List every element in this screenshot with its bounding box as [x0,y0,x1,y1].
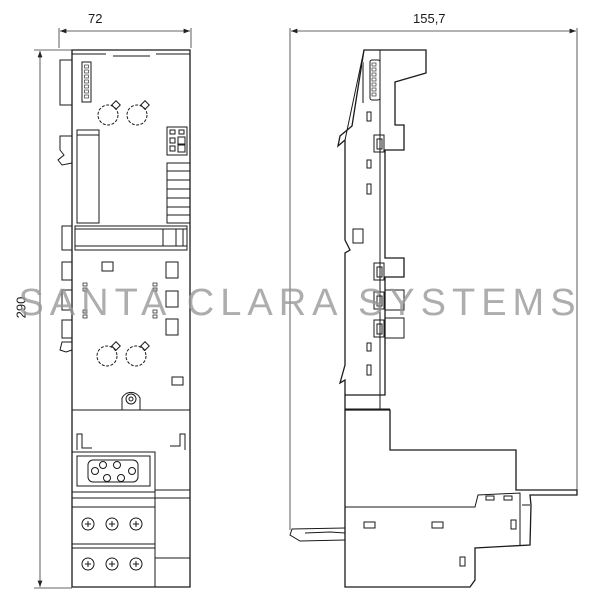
width-dimension-label: 72 [88,11,103,26]
rotary-switch-icon [97,104,148,126]
terminal-screw-icon [81,517,143,571]
connector-pins [91,461,136,482]
depth-dimension-label: 155,7 [413,11,446,26]
height-dimension-label: 290 [13,296,29,319]
pin-header-dots [84,64,89,99]
front-view [57,49,191,588]
dimension-lines [34,28,578,589]
side-view [289,49,578,588]
latch-connector-icon [352,134,385,338]
